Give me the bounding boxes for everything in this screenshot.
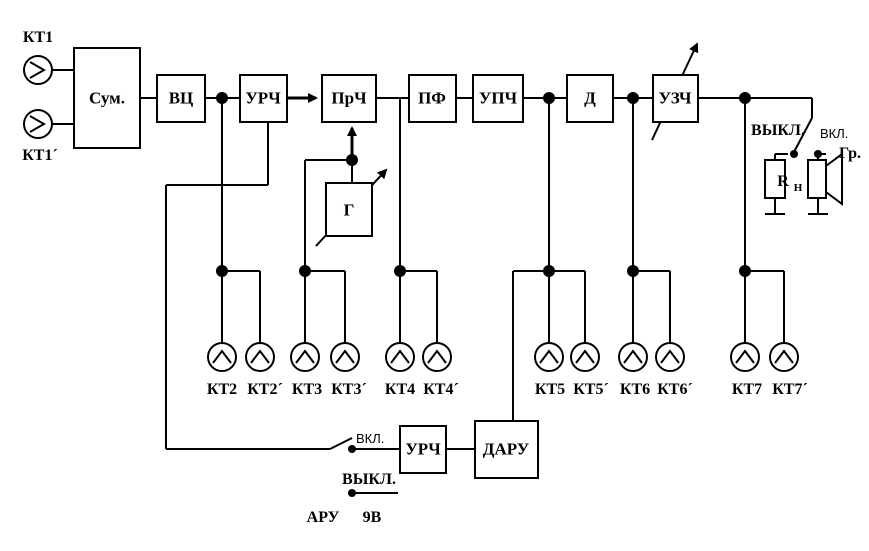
probe-kt4p-icon[interactable] [422, 342, 452, 372]
svg-text:ДАРУ: ДАРУ [483, 440, 530, 459]
label-kt7: КТ7 [732, 381, 762, 398]
block-g: Г [325, 182, 373, 237]
label-agc-on: ВКЛ. [356, 431, 384, 446]
label-kt6: КТ6 [620, 381, 650, 398]
svg-text:Д: Д [584, 89, 596, 108]
label-agc-off: ВЫКЛ. [342, 471, 396, 488]
label-kt5p: КТ5´ [573, 381, 609, 398]
block-upch: УПЧ [472, 74, 524, 123]
label-kt7p: КТ7´ [772, 381, 808, 398]
probe-kt3p-icon[interactable] [330, 342, 360, 372]
label-kt6p: КТ6´ [657, 381, 693, 398]
label-kt4p: КТ4´ [423, 381, 459, 398]
block-daru: ДАРУ [474, 420, 539, 479]
svg-text:ВЦ: ВЦ [169, 89, 194, 108]
block-vc: ВЦ [156, 74, 206, 123]
label-kt4: КТ4 [385, 381, 415, 398]
probe-kt4-icon[interactable] [385, 342, 415, 372]
label-output-on: ВКЛ. [820, 126, 848, 141]
label-kt5: КТ5 [535, 381, 565, 398]
svg-text:УПЧ: УПЧ [479, 89, 518, 108]
svg-text:УРЧ: УРЧ [245, 89, 281, 108]
svg-text:УРЧ: УРЧ [405, 440, 441, 459]
probe-kt6p-icon[interactable] [655, 342, 685, 372]
label-rh: R [777, 173, 789, 190]
probe-kt6-icon[interactable] [618, 342, 648, 372]
svg-text:УЗЧ: УЗЧ [658, 89, 692, 108]
svg-text:ПФ: ПФ [418, 89, 446, 108]
label-kt1: КТ1 [23, 29, 53, 46]
junction-dots [216, 92, 822, 497]
block-sum: Сум. [73, 47, 141, 149]
svg-text:Сум.: Сум. [89, 89, 125, 108]
label-speaker: Гр. [839, 145, 861, 162]
svg-text:Г: Г [344, 201, 355, 220]
block-uzch: УЗЧ [652, 74, 699, 123]
label-kt1p: КТ1´ [22, 147, 58, 164]
probe-kt7p-icon[interactable] [769, 342, 799, 372]
block-urch: УРЧ [239, 74, 288, 123]
svg-text:ПрЧ: ПрЧ [331, 89, 367, 108]
label-output-off: ВЫКЛ. [751, 122, 805, 139]
label-rh-sub: Н [794, 182, 803, 194]
block-pf: ПФ [408, 74, 457, 123]
probe-kt1-icon[interactable] [23, 55, 53, 85]
label-kt2: КТ2 [207, 381, 237, 398]
label-kt3: КТ3 [292, 381, 322, 398]
probe-kt5-icon[interactable] [534, 342, 564, 372]
label-kt2p: КТ2´ [247, 381, 283, 398]
block-prch: ПрЧ [321, 74, 377, 123]
block-d: Д [566, 74, 614, 123]
probe-kt2p-icon[interactable] [245, 342, 275, 372]
speaker-icon [807, 152, 843, 206]
probe-kt7-icon[interactable] [730, 342, 760, 372]
label-kt3p: КТ3´ [331, 381, 367, 398]
probe-kt2-icon[interactable] [207, 342, 237, 372]
label-voltage: 9В [363, 509, 382, 526]
load-resistor [764, 159, 786, 199]
probe-kt3-icon[interactable] [290, 342, 320, 372]
probe-kt5p-icon[interactable] [570, 342, 600, 372]
probe-kt1p-icon[interactable] [23, 109, 53, 139]
block-urch-agc: УРЧ [399, 425, 447, 474]
label-aru: АРУ [307, 509, 340, 526]
